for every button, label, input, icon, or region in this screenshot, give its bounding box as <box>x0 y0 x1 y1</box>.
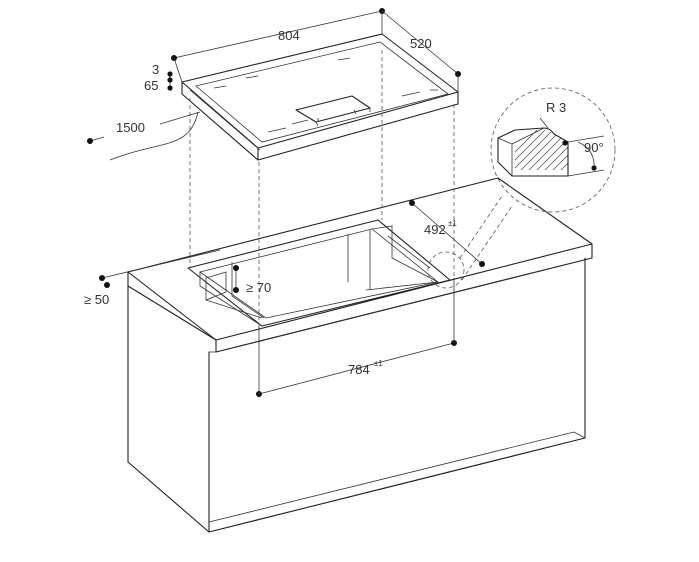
projection-lines <box>189 50 455 326</box>
power-cable <box>109 111 199 161</box>
label-cooktop-height: 65 <box>144 78 158 93</box>
cabinet <box>127 177 593 533</box>
label-cutout-width-tolerance: ±1 <box>374 359 383 368</box>
detail-magnified-circle <box>490 87 616 213</box>
label-cooktop-width: 804 <box>278 28 300 43</box>
countertop-front-edge <box>127 243 593 341</box>
countertop-outline <box>127 177 593 353</box>
label-cutout-depth: 492 <box>424 222 446 237</box>
cooktop-control-panel <box>295 95 371 123</box>
cutout-outline <box>187 219 451 327</box>
label-edge-angle: 90° <box>584 140 604 155</box>
cabinet-plinth <box>208 431 586 523</box>
dimension-lines <box>87 8 485 397</box>
label-min-side-distance: ≥ 70 <box>246 280 271 295</box>
cooktop-glass-inner <box>195 41 449 143</box>
label-cable-length: 1500 <box>116 120 145 135</box>
label-cutout-depth-tolerance: ±1 <box>448 219 457 228</box>
dimension-labels: 804 520 3 65 1500 492 ±1 ≥ 50 ≥ 70 784 ±… <box>84 28 604 377</box>
cooktop-zone-marks <box>213 57 438 133</box>
cabinet-side-face <box>127 285 210 533</box>
cooktop <box>181 33 459 161</box>
edge-detail <box>427 87 616 289</box>
cooktop-top-surface <box>181 33 459 149</box>
label-edge-radius: R 3 <box>546 100 566 115</box>
label-cooktop-depth: 520 <box>410 36 432 51</box>
countertop-cutout <box>187 219 451 327</box>
label-glass-thickness: 3 <box>152 62 159 77</box>
label-min-front-distance: ≥ 50 <box>84 292 109 307</box>
label-cutout-width: 784 <box>348 362 370 377</box>
detail-marker-circle <box>427 251 465 289</box>
edge-profile <box>497 127 569 177</box>
cabinet-front-face <box>208 257 586 533</box>
